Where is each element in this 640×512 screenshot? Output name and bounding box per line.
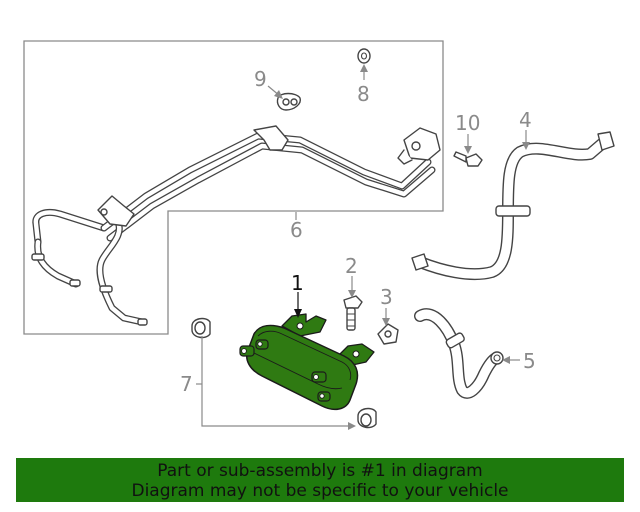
callout-2: 2 bbox=[345, 254, 358, 278]
callout-6: 6 bbox=[290, 218, 303, 242]
bushing-item-7[interactable] bbox=[191, 317, 377, 429]
cooler-hose-item-4[interactable] bbox=[411, 131, 615, 281]
part-notice-banner: Part or sub-assembly is #1 in diagram Di… bbox=[16, 458, 624, 502]
bolt-item-2[interactable] bbox=[343, 295, 363, 331]
oil-cooler-item-1[interactable] bbox=[239, 313, 375, 411]
nut-item-3[interactable] bbox=[377, 323, 399, 345]
callout-3: 3 bbox=[380, 285, 393, 309]
callout-1: 1 bbox=[291, 271, 304, 295]
callout-labels: 1 2 3 4 5 6 7 8 9 10 bbox=[180, 67, 536, 396]
banner-line-2: Diagram may not be specific to your vehi… bbox=[131, 481, 509, 501]
banner-line-1: Part or sub-assembly is #1 in diagram bbox=[157, 461, 483, 481]
assembly-outline-box bbox=[23, 40, 444, 335]
callout-8: 8 bbox=[357, 82, 370, 106]
callout-7: 7 bbox=[180, 372, 193, 396]
bolt-item-10[interactable] bbox=[453, 151, 483, 167]
callout-9: 9 bbox=[254, 67, 267, 91]
callout-4: 4 bbox=[519, 108, 532, 132]
cooler-tube-assembly[interactable] bbox=[31, 125, 441, 326]
cooler-hose-item-5[interactable] bbox=[414, 308, 504, 399]
clip-item-9[interactable] bbox=[276, 92, 301, 111]
callout-10: 10 bbox=[455, 111, 480, 135]
seal-item-8[interactable] bbox=[357, 48, 371, 64]
leader-lines bbox=[196, 64, 530, 430]
callout-5: 5 bbox=[523, 349, 536, 373]
